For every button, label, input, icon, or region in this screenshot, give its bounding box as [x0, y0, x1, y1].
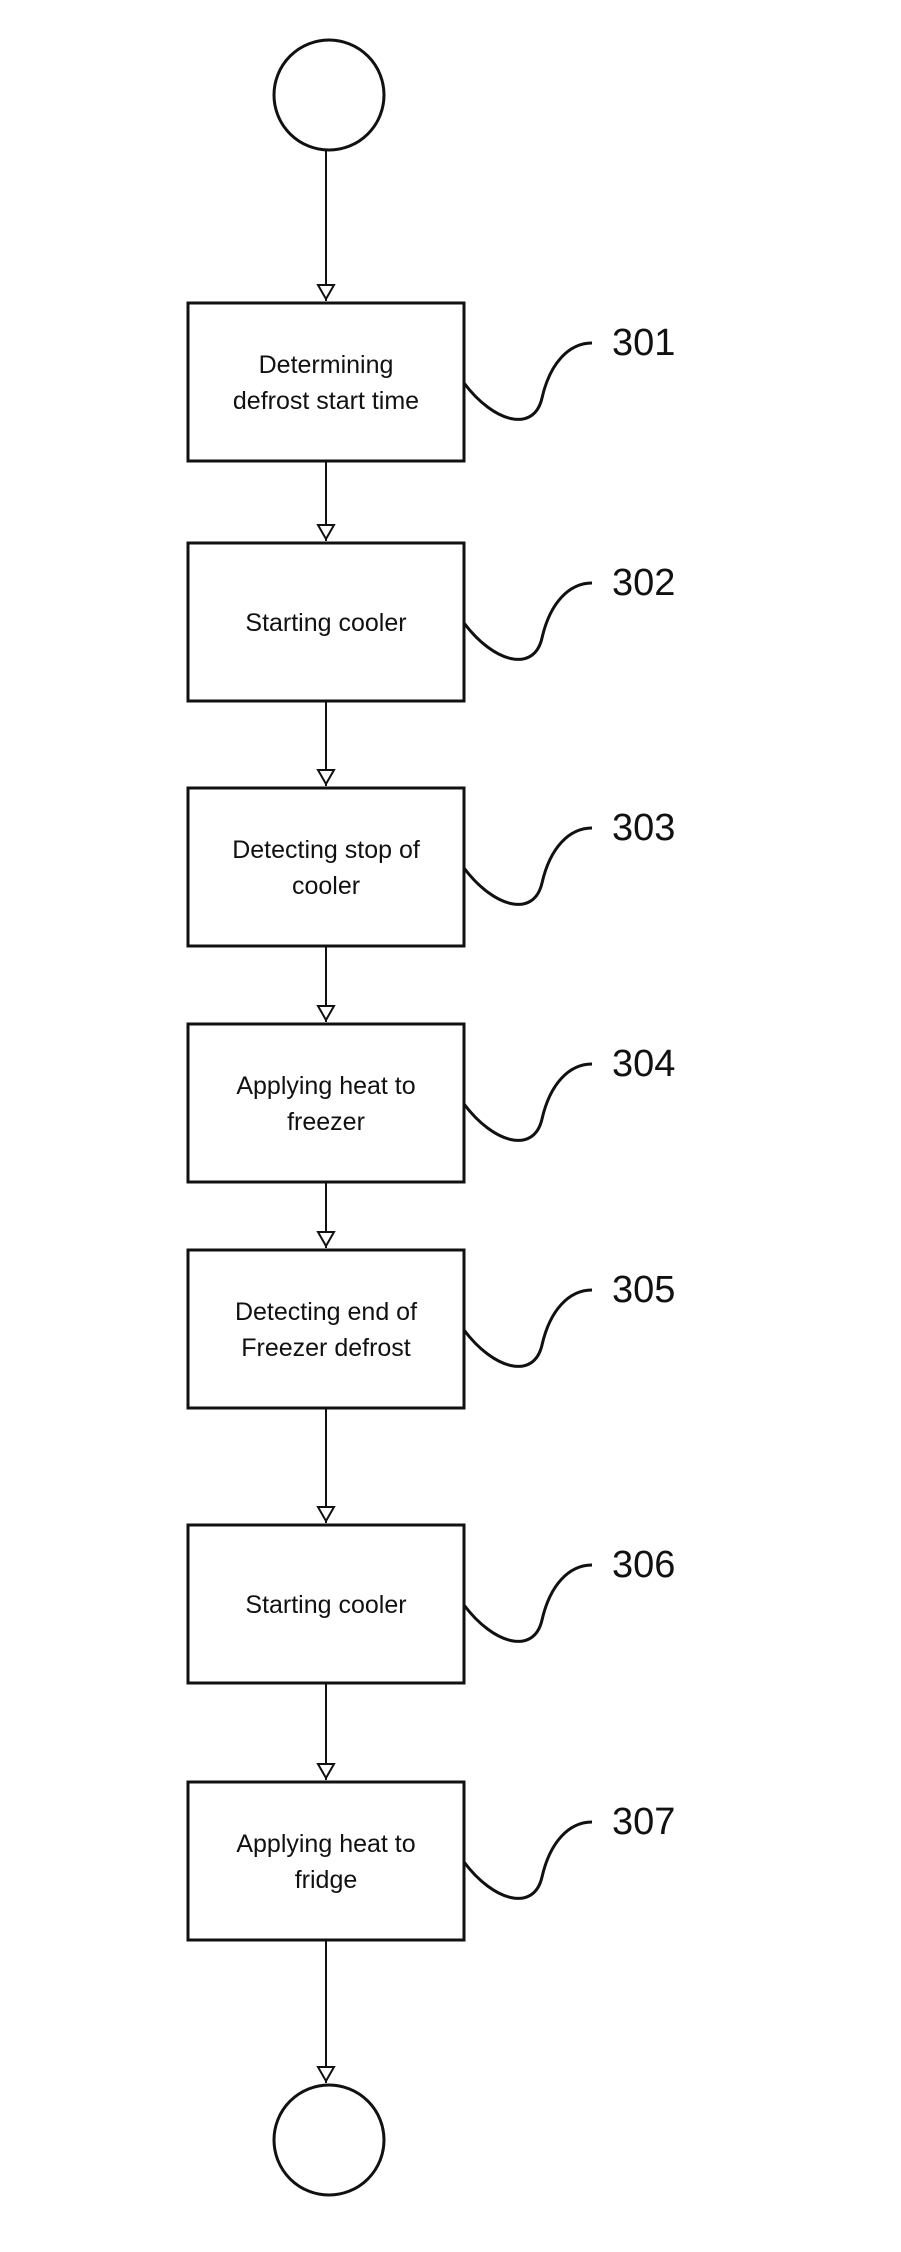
arrowhead-icon: [318, 1006, 334, 1020]
leader-line: [464, 583, 592, 659]
process-box: [188, 1250, 464, 1408]
arrowhead-icon: [318, 285, 334, 299]
process-box: [188, 1782, 464, 1940]
leader-line: [464, 1064, 592, 1140]
arrowhead-icon: [318, 1507, 334, 1521]
reference-numeral: 306: [612, 1544, 675, 1586]
process-step: Detecting stop of cooler 303: [188, 788, 675, 946]
connector-arrow: [318, 1940, 334, 2083]
step-label: Detecting end of: [235, 1298, 417, 1326]
process-step: Detecting end of Freezer defrost 305: [188, 1250, 675, 1408]
step-label: Starting cooler: [245, 609, 406, 637]
step-label: Applying heat to: [236, 1072, 415, 1100]
process-step: Starting cooler 306: [188, 1525, 675, 1683]
process-box: [188, 1024, 464, 1182]
step-label: freezer: [287, 1108, 365, 1136]
step-label: cooler: [292, 872, 360, 900]
leader-line: [464, 1290, 592, 1366]
step-label: Detecting stop of: [232, 836, 420, 864]
leader-line: [464, 1565, 592, 1641]
process-box: [188, 303, 464, 461]
step-label: defrost start time: [233, 387, 419, 415]
end-terminal: [274, 2085, 384, 2195]
arrowhead-icon: [318, 525, 334, 539]
arrowhead-icon: [318, 1232, 334, 1246]
step-label: Determining: [259, 351, 394, 379]
step-label: fridge: [295, 1866, 358, 1894]
step-label: Freezer defrost: [241, 1334, 411, 1362]
arrowhead-icon: [318, 1764, 334, 1778]
reference-numeral: 305: [612, 1269, 675, 1311]
arrowhead-icon: [318, 2067, 334, 2081]
step-label: Starting cooler: [245, 1591, 406, 1619]
process-step: Determining defrost start time 301: [188, 303, 675, 461]
process-step: Applying heat to freezer 304: [188, 1024, 675, 1182]
leader-line: [464, 343, 592, 419]
connector-arrow: [318, 1182, 334, 1248]
connector-arrow: [318, 946, 334, 1022]
leader-line: [464, 1822, 592, 1898]
process-box: [188, 788, 464, 946]
process-step: Starting cooler 302: [188, 543, 675, 701]
connector-arrow: [318, 461, 334, 541]
connector-arrow: [318, 1408, 334, 1523]
reference-numeral: 301: [612, 322, 675, 364]
reference-numeral: 307: [612, 1801, 675, 1843]
connector-arrow: [318, 701, 334, 786]
reference-numeral: 304: [612, 1043, 675, 1085]
step-label: Applying heat to: [236, 1830, 415, 1858]
process-step: Applying heat to fridge 307: [188, 1782, 675, 1940]
reference-numeral: 303: [612, 807, 675, 849]
connector-arrow: [318, 150, 334, 301]
start-terminal: [274, 40, 384, 150]
process-steps: Determining defrost start time 301Starting…: [188, 303, 675, 1940]
connector-arrow: [318, 1683, 334, 1780]
leader-line: [464, 828, 592, 904]
reference-numeral: 302: [612, 562, 675, 604]
arrowhead-icon: [318, 770, 334, 784]
